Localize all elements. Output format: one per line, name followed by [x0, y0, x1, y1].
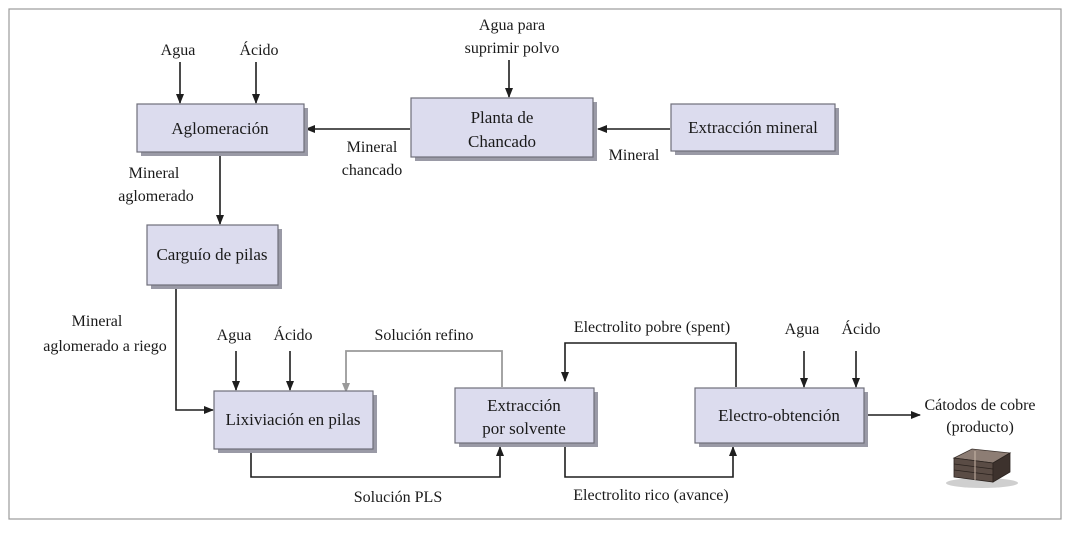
- box-lixiviacion: Lixiviación en pilas: [213, 390, 377, 453]
- box-label-planta-l1: Planta de: [471, 108, 534, 127]
- box-label-extraccion-mineral: Extracción mineral: [688, 118, 818, 137]
- label-agua-2: Agua: [217, 327, 252, 344]
- box-label-sx-l2: por solvente: [482, 419, 566, 438]
- label-electrolito-pobre: Electrolito pobre (spent): [574, 319, 730, 336]
- label-acido-3: Ácido: [841, 319, 880, 338]
- box-label-ew: Electro-obtención: [718, 406, 840, 425]
- box-carguio-pilas: Carguío de pilas: [146, 224, 282, 289]
- diagram-frame: [8, 8, 1062, 520]
- copper-cathode-stack-icon: [946, 448, 1018, 488]
- label-riego-l1: Mineral: [72, 313, 123, 330]
- label-catodos-l1: Cátodos de cobre: [924, 397, 1035, 414]
- label-agua-1: Agua: [161, 42, 196, 59]
- arrow-electrolito-pobre: [561, 342, 737, 387]
- arrow-solucion-refino: [342, 350, 503, 393]
- label-mineral-chancado-l1: Mineral: [347, 139, 398, 156]
- box-label-aglomeracion: Aglomeración: [171, 119, 269, 138]
- box-label-sx-l1: Extracción: [487, 396, 561, 415]
- label-mineral-aglomerado-l2: aglomerado: [118, 188, 194, 205]
- label-agua-3: Agua: [785, 321, 820, 338]
- box-label-planta-l2: Chancado: [468, 132, 536, 151]
- label-solucion-pls: Solución PLS: [354, 489, 442, 506]
- box-planta-chancado: Planta de Chancado: [410, 97, 597, 161]
- label-electrolito-rico: Electrolito rico (avance): [573, 487, 728, 504]
- box-label-carguio: Carguío de pilas: [156, 245, 267, 264]
- label-mineral: Mineral: [609, 147, 660, 164]
- label-solucion-refino: Solución refino: [374, 327, 473, 344]
- arrow-carguio-lixiviacion: [175, 287, 214, 414]
- arrow-electrolito-rico: [564, 446, 737, 478]
- label-mineral-aglomerado-l1: Mineral: [129, 165, 180, 182]
- box-extraccion-solvente: Extracción por solvente: [454, 387, 598, 447]
- label-acido-2: Ácido: [273, 325, 312, 344]
- arrow-solucion-pls: [250, 446, 504, 478]
- label-agua-polvo-l1: Agua para: [479, 17, 545, 34]
- label-riego-l2: aglomerado a riego: [43, 338, 167, 355]
- box-label-lixiviacion: Lixiviación en pilas: [225, 410, 360, 429]
- label-acido-1: Ácido: [239, 40, 278, 59]
- box-extraccion-mineral: Extracción mineral: [670, 103, 839, 155]
- label-agua-polvo-l2: suprimir polvo: [465, 40, 560, 57]
- label-mineral-chancado-l2: chancado: [342, 162, 402, 179]
- box-electro-obtencion: Electro-obtención: [694, 387, 868, 447]
- box-aglomeracion: Aglomeración: [136, 103, 308, 156]
- label-catodos-l2: (producto): [946, 419, 1014, 436]
